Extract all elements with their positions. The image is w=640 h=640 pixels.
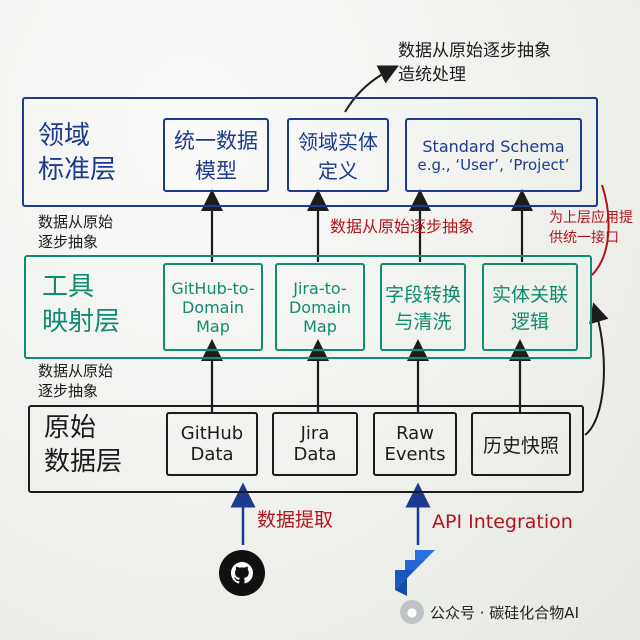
mid-abstraction-label: 数据从原始逐步抽象 [330, 217, 475, 236]
raw-box-jira-data: Jira Data [272, 412, 358, 476]
raw-box-3-line1: Raw [396, 423, 434, 444]
domain-box-unified-model: 统一数据 模型 [163, 118, 269, 192]
tool-box-1-line2: Domain [181, 297, 245, 317]
domain-box-1-line2: 模型 [195, 159, 237, 183]
domain-layer-frame [22, 97, 598, 207]
domain-layer-title-line2: 标准层 [38, 155, 117, 185]
top-note-line1: 数据从原始逐步抽象 [398, 41, 551, 61]
right-interface-label-line2: 供统一接口 [549, 230, 619, 246]
left-label-lower-line2: 逐步抽象 [38, 382, 99, 400]
domain-box-entity-def: 领域实体 定义 [287, 118, 389, 192]
tool-box-2-line1: Jira-to- [293, 278, 347, 298]
domain-box-3-line2: e.g., ‘User’, ‘Project’ [417, 155, 570, 174]
watermark: ● 公众号 · 碳硅化合物AI [400, 598, 579, 626]
domain-box-2-line2: 定义 [318, 159, 358, 183]
tool-box-entity-relation: 实体关联 逻辑 [482, 263, 578, 351]
note-arrow [344, 65, 399, 113]
right-interface-label-line1: 为上层应用提 [549, 210, 633, 226]
left-label-upper-line1: 数据从原始 [38, 213, 114, 231]
tool-layer-title-line2: 映射层 [42, 307, 121, 337]
tool-box-1-line1: GitHub-to- [171, 278, 255, 298]
tool-box-1-line3: Map [196, 316, 230, 336]
watermark-text: 公众号 · 碳硅化合物AI [430, 603, 579, 622]
tool-layer-frame [24, 255, 592, 359]
raw-box-2-line1: Jira [300, 423, 330, 444]
github-icon [219, 550, 265, 596]
domain-box-standard-schema: Standard Schema e.g., ‘User’, ‘Project’ [405, 118, 582, 192]
tool-box-3-line2: 与清洗 [394, 311, 452, 333]
raw-box-raw-events: Raw Events [373, 412, 457, 476]
tool-box-4-line1: 实体关联 [491, 284, 568, 306]
domain-box-3-line1: Standard Schema [422, 136, 565, 156]
raw-box-2-line2: Data [293, 444, 337, 465]
raw-box-1-line1: GitHub [180, 423, 244, 444]
domain-box-2-line1: 领域实体 [298, 130, 378, 154]
domain-box-1-line1: 统一数据 [174, 129, 258, 153]
domain-layer-title-line1: 领域 [38, 121, 91, 151]
api-integration-label: API Integration [432, 511, 573, 533]
left-label-lower-line1: 数据从原始 [38, 362, 114, 380]
wechat-icon: ● [400, 600, 424, 624]
top-note-line2: 造统处理 [398, 65, 466, 85]
tool-box-4-line2: 逻辑 [510, 311, 549, 333]
raw-box-history-snapshot: 历史快照 [471, 412, 571, 476]
tool-box-jira-map: Jira-to- Domain Map [275, 263, 365, 351]
right-curve-arrow-raw [584, 302, 609, 436]
raw-box-1-line2: Data [190, 444, 234, 465]
jira-icon [385, 548, 437, 598]
raw-layer-title-line1: 原始 [44, 413, 97, 443]
raw-box-4-line1: 历史快照 [482, 434, 559, 457]
tool-layer-title-line1: 工具 [42, 272, 95, 302]
tool-box-2-line3: Map [303, 316, 337, 336]
tool-box-field-transform: 字段转换 与清洗 [380, 263, 466, 351]
tool-box-github-map: GitHub-to- Domain Map [163, 263, 263, 351]
left-label-upper-line2: 逐步抽象 [38, 233, 99, 251]
raw-layer-title-line2: 数据层 [44, 447, 123, 477]
raw-box-3-line2: Events [384, 444, 446, 465]
raw-layer-frame [28, 405, 584, 493]
tool-box-3-line1: 字段转换 [384, 284, 461, 306]
tool-box-2-line2: Domain [288, 297, 352, 317]
raw-box-github-data: GitHub Data [166, 412, 258, 476]
right-curve-arrow-tool [591, 184, 610, 276]
extract-label: 数据提取 [257, 509, 334, 531]
